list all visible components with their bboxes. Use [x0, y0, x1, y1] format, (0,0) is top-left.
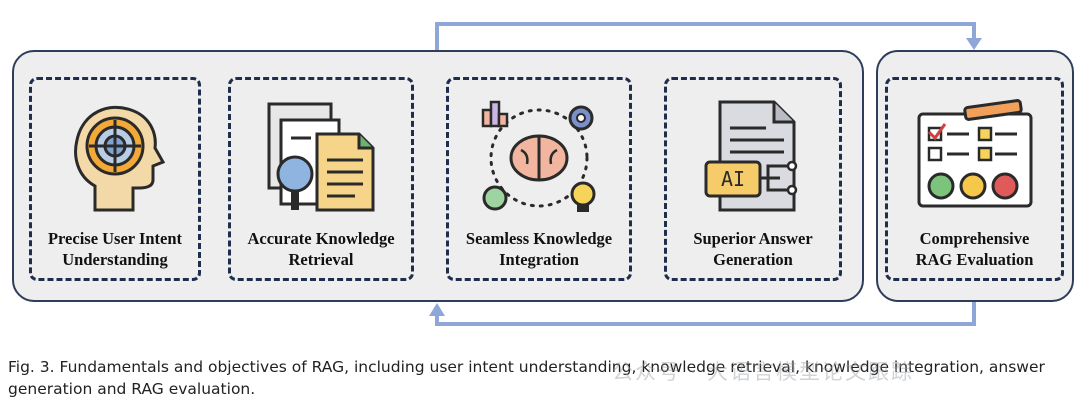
- stage-card-retrieval: Accurate Knowledge Retrieval: [228, 77, 414, 281]
- stage-card-integration: Seamless Knowledge Integration: [446, 77, 632, 281]
- brain-network-icon: [481, 100, 596, 212]
- figure-caption: Fig. 3. Fundamentals and objectives of R…: [8, 358, 1045, 398]
- evaluation-clipboard-icon: [917, 99, 1032, 208]
- ai-document-icon: AI: [704, 100, 798, 212]
- stage-label: Superior Answer Generation: [693, 229, 813, 269]
- stage-label: Seamless Knowledge Integration: [465, 229, 613, 269]
- bottom-feedback-arrow: [435, 302, 976, 326]
- stage-card-generation: AI Superior Answer Generation: [664, 77, 842, 281]
- evaluation-card: Comprehensive RAG Evaluation: [885, 77, 1064, 281]
- bottom-arrowhead: [429, 303, 445, 316]
- top-feedback-arrow: [435, 22, 976, 50]
- stage-label: Accurate Knowledge Retrieval: [247, 229, 395, 269]
- evaluation-label: Comprehensive RAG Evaluation: [915, 229, 1034, 269]
- stage-label: Precise User Intent Understanding: [47, 229, 183, 269]
- head-target-icon: [74, 105, 165, 212]
- stage-card-intent: Precise User Intent Understanding: [29, 77, 201, 281]
- watermark: 公众号 · 大语言模型论文跟踪: [612, 360, 915, 384]
- svg-text:AI: AI: [721, 167, 745, 191]
- documents-search-icon: [267, 102, 375, 212]
- top-arrowhead: [966, 38, 982, 50]
